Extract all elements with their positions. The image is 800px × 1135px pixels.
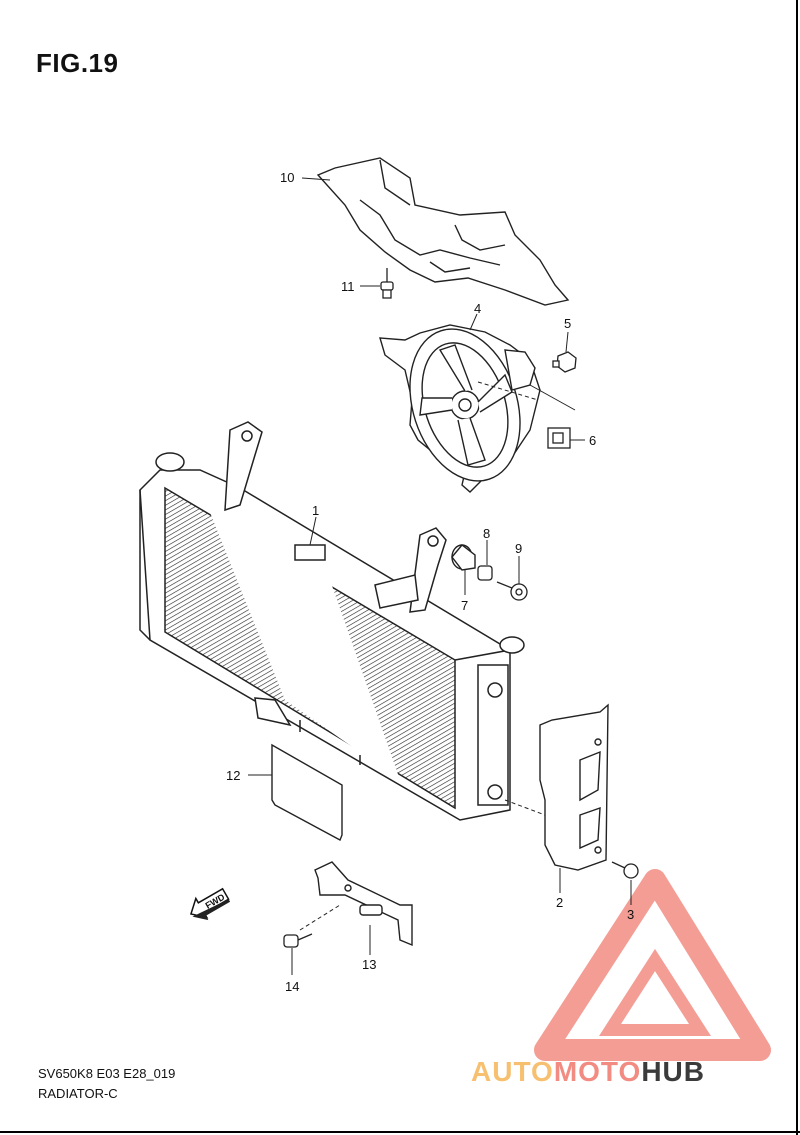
callout-13: 13 [362,957,376,972]
watermark-brand-part3: HUB [641,1056,705,1087]
watermark-brand-part2: MOTO [553,1056,642,1087]
callout-9: 9 [515,541,522,556]
part-14-bolt [283,933,313,948]
callout-14: 14 [285,979,299,994]
watermark-brand-part1: AUTO [471,1056,554,1087]
part-6-nut [547,427,571,449]
part-1-radiator [139,421,525,821]
frame-border-right [796,0,798,1135]
part-11-clip [380,268,394,299]
figure-title: FIG.19 [36,48,119,78]
part-13-bracket [314,861,413,947]
part-7-grommet [451,544,476,571]
callout-3: 3 [627,907,634,922]
fwd-arrow-icon: FWD [189,887,231,921]
watermark-brand-text: AUTOMOTOHUB [471,1056,705,1088]
callout-5: 5 [564,316,571,331]
part-8-collar [477,565,493,581]
callout-6: 6 [589,433,596,448]
caption-part-name: RADIATOR-C [38,1086,118,1101]
caption-model-code: SV650K8 E03 E28_019 [38,1066,176,1081]
watermark-logo-icon [534,869,771,1061]
callout-8: 8 [483,526,490,541]
leader-lines [248,177,632,975]
part-9-bolt [496,581,528,601]
callout-7: 7 [461,598,468,613]
callout-10: 10 [280,170,294,185]
callout-2: 2 [556,895,563,910]
part-3-screw [611,861,639,879]
part-2-side-guard [539,703,609,871]
part-5-bolt [552,351,577,373]
callout-12: 12 [226,768,240,783]
part-4-fan-assembly [379,324,576,493]
part-10-shroud [316,157,570,306]
callout-1: 1 [312,503,319,518]
callout-labels: 10 11 4 5 6 1 8 9 7 12 2 3 13 14 [226,170,634,994]
callout-11: 11 [341,279,355,294]
frame-border-bottom [0,1131,800,1133]
callout-4: 4 [474,301,481,316]
part-12-plate [271,743,343,841]
